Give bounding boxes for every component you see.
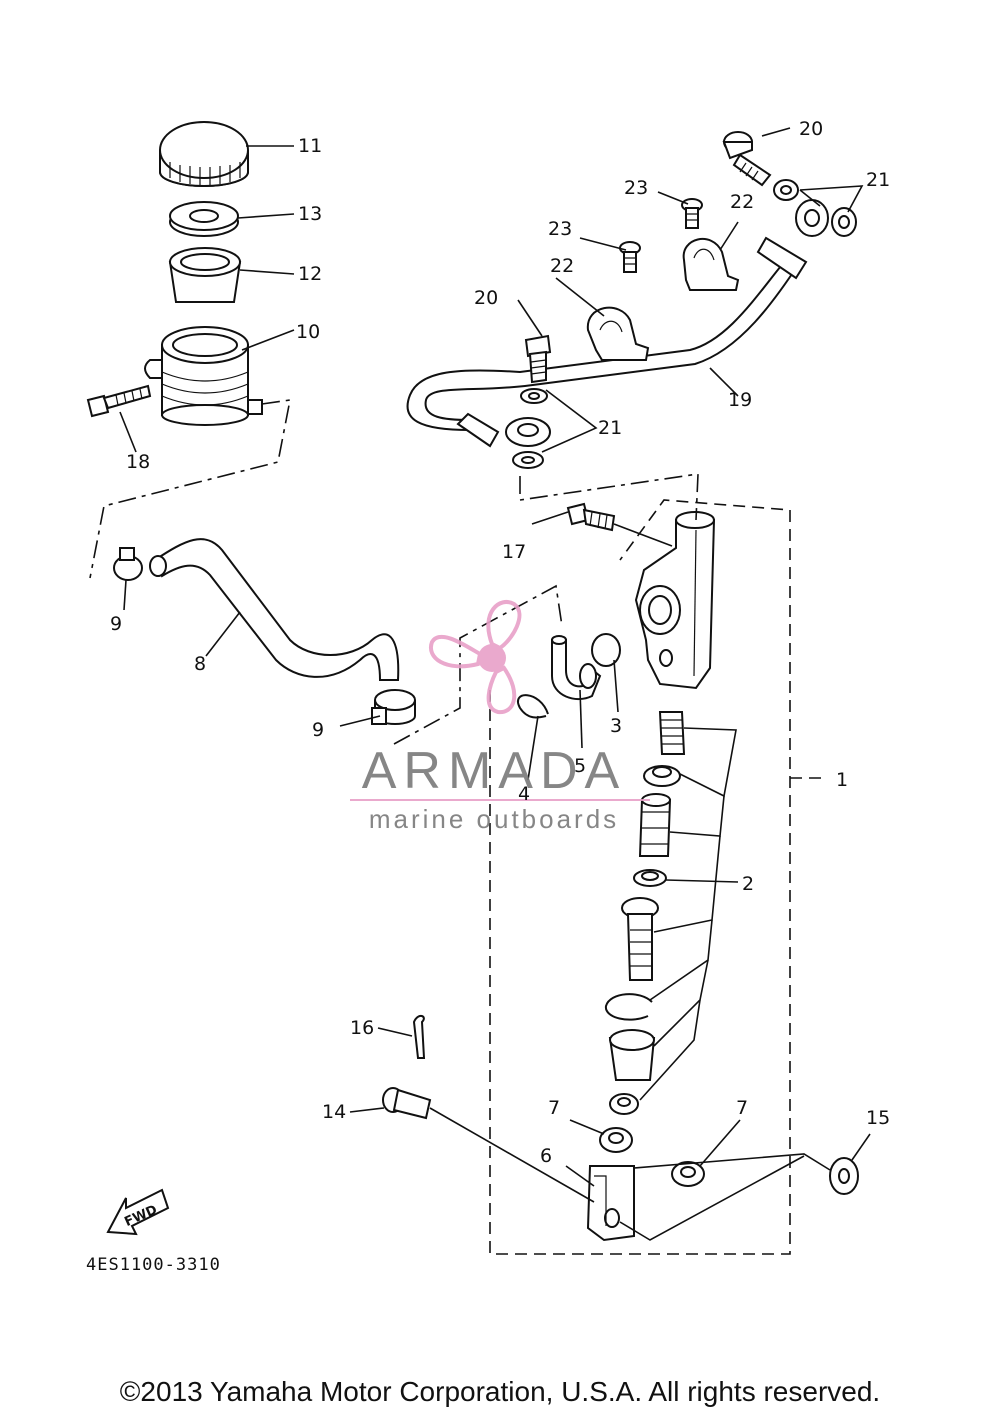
label-20-upper: 20 xyxy=(799,118,823,140)
locknut-7a xyxy=(599,1127,633,1153)
copyright-notice: ©2013 Yamaha Motor Corporation, U.S.A. A… xyxy=(119,1376,881,1407)
label-23-lower: 23 xyxy=(548,218,572,240)
copper-washers-21 xyxy=(512,179,857,469)
label-10: 10 xyxy=(296,321,320,343)
hose-clip-9-upper xyxy=(113,547,143,581)
label-9-lower: 9 xyxy=(312,719,324,741)
label-16: 16 xyxy=(350,1017,374,1039)
banjo-fitting-upper xyxy=(795,199,829,237)
label-7-right: 7 xyxy=(736,1097,748,1119)
reservoir-cap-11 xyxy=(159,121,249,187)
union-bolt-20-lower xyxy=(524,334,552,384)
diagram-code: 4ES1100-3310 xyxy=(86,1255,221,1275)
forward-direction-arrow: FWD xyxy=(106,1188,170,1236)
label-4: 4 xyxy=(518,783,530,805)
label-23-upper: 23 xyxy=(624,177,648,199)
pushrod-clevis-6 xyxy=(586,1165,635,1242)
label-20-lower: 20 xyxy=(474,287,498,309)
label-2: 2 xyxy=(742,873,754,895)
hose-clip-9-lower xyxy=(371,689,416,725)
label-8: 8 xyxy=(194,653,206,675)
label-12: 12 xyxy=(298,263,322,285)
label-5: 5 xyxy=(574,755,586,777)
label-21-upper: 21 xyxy=(866,169,890,191)
routing-lines xyxy=(89,399,699,745)
banjo-fitting-lower xyxy=(505,417,551,447)
label-19: 19 xyxy=(728,389,752,411)
union-bolt-20-upper xyxy=(722,131,772,187)
armada-watermark: ARMADA marine outboards xyxy=(350,600,650,834)
brake-hose-19 xyxy=(406,236,808,448)
diaphragm-13 xyxy=(169,201,239,237)
label-13: 13 xyxy=(298,203,322,225)
label-9-upper: 9 xyxy=(110,613,122,635)
diaphragm-holder-12 xyxy=(168,247,242,303)
label-22-upper: 22 xyxy=(730,191,754,213)
hose-bracket-22-lower xyxy=(586,306,650,361)
label-1: 1 xyxy=(836,769,848,791)
piston-kit-2 xyxy=(605,711,686,1115)
watermark-subtitle: marine outboards xyxy=(369,804,619,834)
screw-23-upper xyxy=(681,198,703,229)
label-14: 14 xyxy=(322,1101,346,1123)
clevis-pin-14 xyxy=(382,1087,432,1120)
bolt-18 xyxy=(86,384,152,418)
circlip-4 xyxy=(517,694,549,719)
locknut-7b xyxy=(671,1161,705,1187)
label-6: 6 xyxy=(540,1145,552,1167)
o-ring-3 xyxy=(591,633,621,667)
washer-15 xyxy=(829,1157,859,1195)
assembly-boundary-1 xyxy=(489,499,826,1255)
label-3: 3 xyxy=(610,715,622,737)
propeller-logo xyxy=(428,600,522,715)
bolt-17 xyxy=(566,502,616,532)
label-7-left: 7 xyxy=(548,1097,560,1119)
reservoir-tank-10 xyxy=(144,326,263,426)
part-labels: 11 13 12 10 18 9 8 9 20 21 23 22 23 22 2… xyxy=(110,118,890,1167)
label-22-lower: 22 xyxy=(550,255,574,277)
label-18: 18 xyxy=(126,451,150,473)
hose-8 xyxy=(149,538,400,681)
label-15: 15 xyxy=(866,1107,890,1129)
hose-bracket-22-upper xyxy=(682,238,740,291)
label-21-lower: 21 xyxy=(598,417,622,439)
elbow-joint-5 xyxy=(551,635,602,701)
cotter-pin-16 xyxy=(412,1015,426,1059)
label-11: 11 xyxy=(298,135,322,157)
screw-23-lower xyxy=(619,241,641,273)
watermark-title: ARMADA xyxy=(362,742,626,800)
master-cylinder-body xyxy=(634,511,716,690)
label-17: 17 xyxy=(502,541,526,563)
leader-lines xyxy=(119,127,871,1241)
